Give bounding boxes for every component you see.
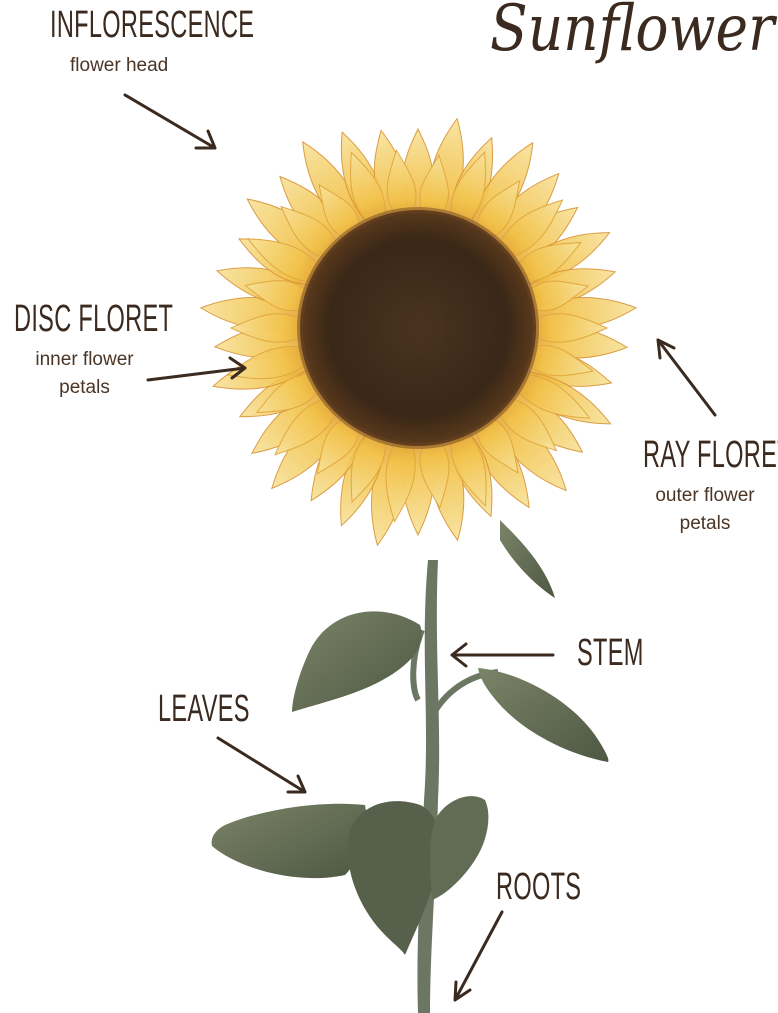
label-ray-floret: RAY FLORET xyxy=(643,436,778,474)
label-disc-floret: DISC FLORET xyxy=(14,300,173,338)
label-leaves: LEAVES xyxy=(158,690,250,728)
label-stem: STEM xyxy=(577,634,644,672)
label-inflorescence: INFLORESCENCE xyxy=(50,6,254,44)
diagram-title: Sunflower xyxy=(490,0,774,66)
leaf-upper-left xyxy=(292,611,422,712)
label-ray-floret-sub2: petals xyxy=(640,512,770,537)
leaf-behind-head xyxy=(500,520,555,598)
label-inflorescence-sub: flower head xyxy=(70,54,168,79)
arrow-roots xyxy=(455,912,502,1000)
arrow-ray-floret xyxy=(658,340,715,415)
label-disc-floret-sub2: petals xyxy=(22,376,147,401)
label-ray-floret-sub1: outer flower xyxy=(640,484,770,509)
arrow-leaves xyxy=(218,738,305,792)
leaf-right xyxy=(478,668,608,762)
label-disc-floret-sub1: inner flower xyxy=(22,348,147,373)
leaf-lower-right xyxy=(430,796,488,900)
leaf-lower-left xyxy=(212,804,367,878)
arrow-inflorescence xyxy=(125,95,215,148)
arrow-stem xyxy=(452,644,553,666)
label-roots: ROOTS xyxy=(496,868,581,906)
